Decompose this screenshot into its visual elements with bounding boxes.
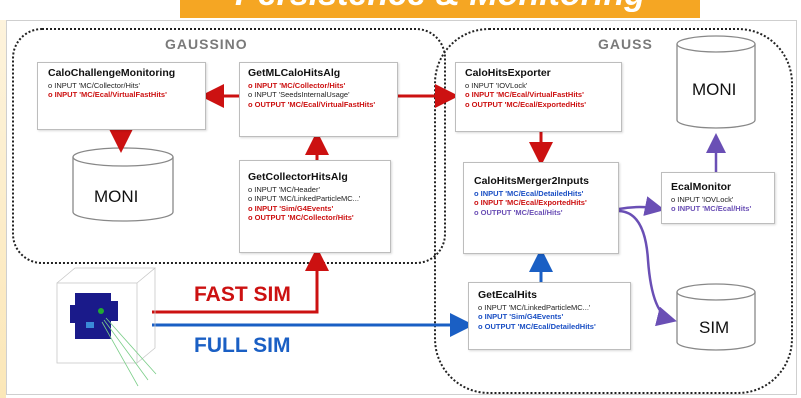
arrow-fastsim-to-collector <box>152 247 329 314</box>
box-title: GetMLCaloHitsAlg <box>248 67 341 79</box>
box-io-line: o INPUT 'MC/Ecal/DetailedHits' <box>474 188 584 198</box>
page-title: Persistence & Monitoring <box>180 0 700 18</box>
box-io-line: o INPUT 'MC/Collector/Hits' <box>248 80 346 90</box>
box-io-line: o INPUT 'MC/Header' <box>248 184 320 194</box>
box-title: CaloHitsExporter <box>465 67 551 79</box>
box-io-line: o OUTPUT 'MC/Ecal/VirtualFastHits' <box>248 99 376 109</box>
box-io-line: o INPUT 'MC/Collector/Hits' <box>48 80 140 90</box>
full-sim-label: FULL SIM <box>194 334 291 357</box>
box-io-line: o INPUT 'MC/Ecal/Hits' <box>671 204 752 213</box>
box-io-line: o INPUT 'MC/Ecal/VirtualFastHits' <box>48 90 167 99</box>
box-title: GetCollectorHitsAlg <box>248 171 348 183</box>
box-io-line: o INPUT 'IOVLock' <box>465 80 528 90</box>
box-title: EcalMonitor <box>671 181 732 193</box>
gaussino-group <box>12 28 446 264</box>
moni-right-label: MONI <box>692 80 737 99</box>
box-io-line: o OUTPUT 'MC/Collector/Hits' <box>248 213 354 222</box>
box-io-line: o INPUT 'MC/LinkedParticleMC...' <box>248 194 361 203</box>
box-io-line: o INPUT 'MC/Ecal/ExportedHits' <box>474 198 587 207</box>
box-io-line: o OUTPUT 'MC/Ecal/DetailedHits' <box>478 321 596 331</box>
moni-left-label: MONI <box>94 187 139 206</box>
fast-sim-label: FAST SIM <box>194 283 291 306</box>
arrow-merger-to-sim <box>618 209 677 327</box>
gauss-label: GAUSS <box>598 36 653 52</box>
moni-left-cylinder <box>72 147 174 222</box>
box-io-line: o INPUT 'IOVLock' <box>671 194 734 204</box>
gauss-group <box>434 28 793 394</box>
page-title-text: Persistence & Monitoring <box>235 0 645 13</box>
box-io-line: o INPUT 'MC/Ecal/VirtualFastHits' <box>465 90 584 99</box>
box-title: CaloChallengeMonitoring <box>48 67 176 79</box>
box-io-line: o OUTPUT 'MC/Ecal/ExportedHits' <box>465 99 587 109</box>
sim-label: SIM <box>699 318 730 337</box>
arrow-merger-to-ecalmonitor <box>618 196 665 216</box>
moni-right-cylinder <box>676 35 756 129</box>
box-io-line: o INPUT 'MC/LinkedParticleMC...' <box>478 302 591 312</box>
sim-cylinder <box>676 283 756 351</box>
side-strip <box>0 20 6 398</box>
box-io-line: o INPUT 'SeedsInternalUsage' <box>248 90 350 99</box>
box-io-line: o OUTPUT 'MC/Ecal/Hits' <box>474 207 563 217</box>
box-title: GetEcalHits <box>478 289 537 301</box>
gaussino-label: GAUSSINO <box>165 36 248 52</box>
box-io-line: o INPUT 'Sim/G4Events' <box>478 312 564 321</box>
box-io-line: o INPUT 'Sim/G4Events' <box>248 203 334 213</box>
box-title: CaloHitsMerger2Inputs <box>474 175 589 187</box>
detector-shower-image <box>56 267 157 387</box>
